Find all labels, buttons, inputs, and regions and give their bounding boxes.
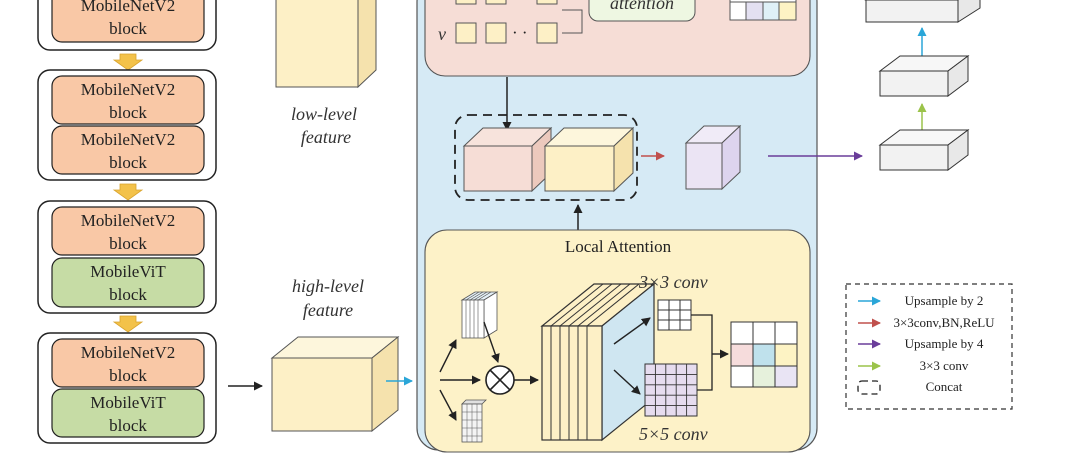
block-label: block [109, 416, 147, 435]
arrow [439, 389, 457, 421]
global-attention-panel: v · · attention [424, 0, 811, 77]
block-label: MobileViT [90, 393, 166, 412]
mobilenetv2-block [51, 338, 205, 388]
conv5-label: 5×5 conv [639, 424, 708, 444]
high-level-feature-label: feature [303, 300, 353, 320]
block-label: MobileNetV2 [81, 211, 175, 230]
v-label: v [438, 24, 446, 44]
block-label: MobileNetV2 [81, 0, 175, 15]
token-row: · · [455, 0, 558, 44]
backbone-group-2: MobileNetV2 block MobileNetV2 block [37, 69, 217, 181]
block-label: block [109, 153, 147, 172]
low-level-feature-label: low-level [291, 104, 357, 124]
local-attention-title: Local Attention [565, 237, 672, 256]
multiply-icon [485, 365, 515, 395]
arrow [483, 321, 500, 363]
down-arrow-icon [112, 315, 144, 333]
legend-label: Concat [926, 379, 963, 394]
legend-concat-swatch [857, 380, 881, 395]
decoder-box-middle [878, 55, 970, 97]
conv5-kernel-grid [644, 363, 698, 417]
block-label: MobileNetV2 [81, 130, 175, 149]
small-feature-grid [461, 399, 487, 443]
mobilenetv2-block [51, 75, 205, 125]
attention-output-grid [729, 0, 797, 21]
legend-label: Upsample by 4 [905, 336, 984, 351]
legend-label: 3×3 conv [920, 358, 969, 373]
high-level-feature-label: high-level [292, 276, 364, 296]
attention-label: attention [610, 0, 674, 13]
low-level-feature-label: feature [301, 127, 351, 147]
block-label: block [109, 285, 147, 304]
ellipsis: · · [512, 23, 528, 42]
block-label: MobileNetV2 [81, 80, 175, 99]
small-feature-stack [460, 291, 499, 339]
global-feature-cube [462, 126, 553, 193]
conv3-label: 3×3 conv [638, 272, 708, 292]
backbone-group-3: MobileNetV2 block MobileViT block [37, 200, 217, 314]
local-attention-output-grid [730, 321, 798, 388]
mobilenetv2-block [51, 0, 205, 43]
arrow [613, 317, 651, 345]
block-label: MobileNetV2 [81, 343, 175, 362]
fused-feature-cube [684, 124, 742, 191]
block-label: MobileViT [90, 262, 166, 281]
arrow [439, 339, 457, 373]
legend-label: 3×3conv,BN,ReLU [893, 315, 995, 330]
down-arrow-icon [112, 183, 144, 201]
block-label: block [109, 234, 147, 253]
block-label: block [109, 19, 147, 38]
mobilenetv2-block [51, 206, 205, 256]
mobilevit-block [51, 388, 205, 438]
mobilevit-block [51, 257, 205, 308]
backbone-group-4: MobileNetV2 block MobileViT block [37, 332, 217, 444]
high-level-feature-cube [270, 335, 400, 433]
legend: Upsample by 2 3×3conv,BN,ReLU Upsample b… [845, 283, 1013, 410]
legend-label: Upsample by 2 [905, 293, 984, 308]
conv3-kernel-grid [657, 299, 692, 331]
decoder-box-bottom [878, 129, 970, 171]
low-level-feature-cube [275, 0, 377, 89]
merge-connector [691, 314, 713, 391]
block-label: block [109, 103, 147, 122]
down-arrow-icon [112, 53, 144, 71]
decoder-box-top [864, 0, 981, 23]
concat-box [454, 114, 638, 201]
local-feature-cube [543, 126, 635, 193]
arrow [613, 369, 641, 395]
backbone-group-1: MobileNetV2 block [37, 0, 217, 51]
block-label: block [109, 366, 147, 385]
mobilenetv2-block [51, 125, 205, 175]
